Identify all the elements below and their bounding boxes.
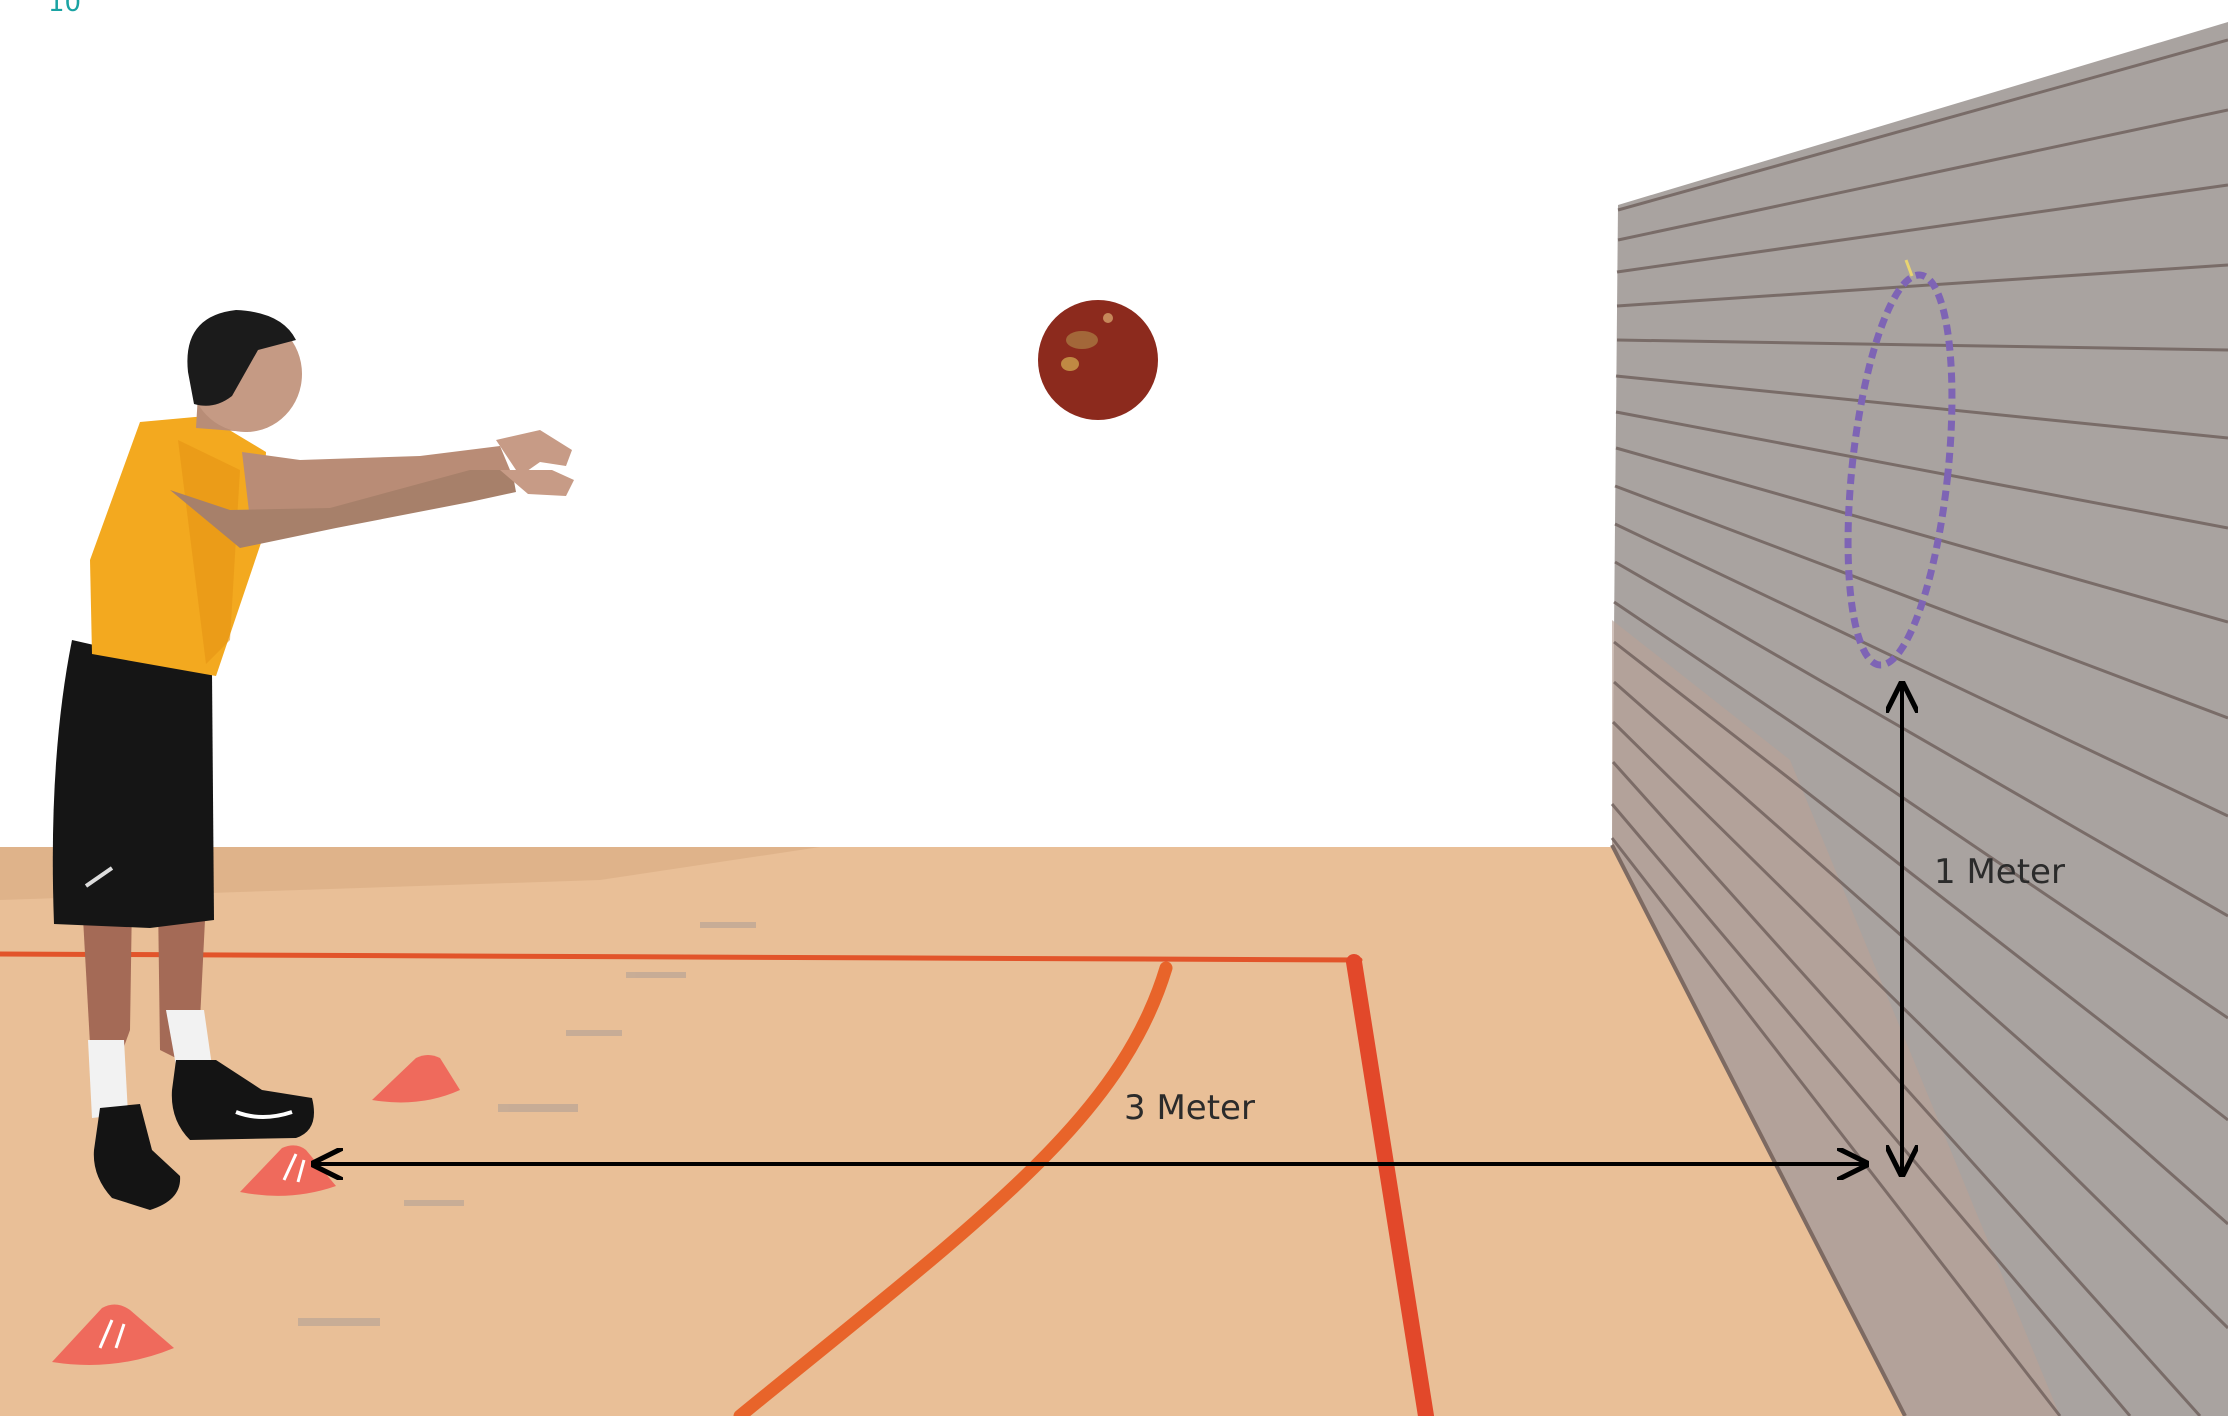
- page-number: 10: [48, 0, 81, 18]
- medicine-ball: [1038, 300, 1158, 420]
- horizontal-distance-label: 3 Meter: [1124, 1088, 1255, 1128]
- shorts: [53, 640, 214, 928]
- vertical-distance-label: 1 Meter: [1934, 852, 2065, 892]
